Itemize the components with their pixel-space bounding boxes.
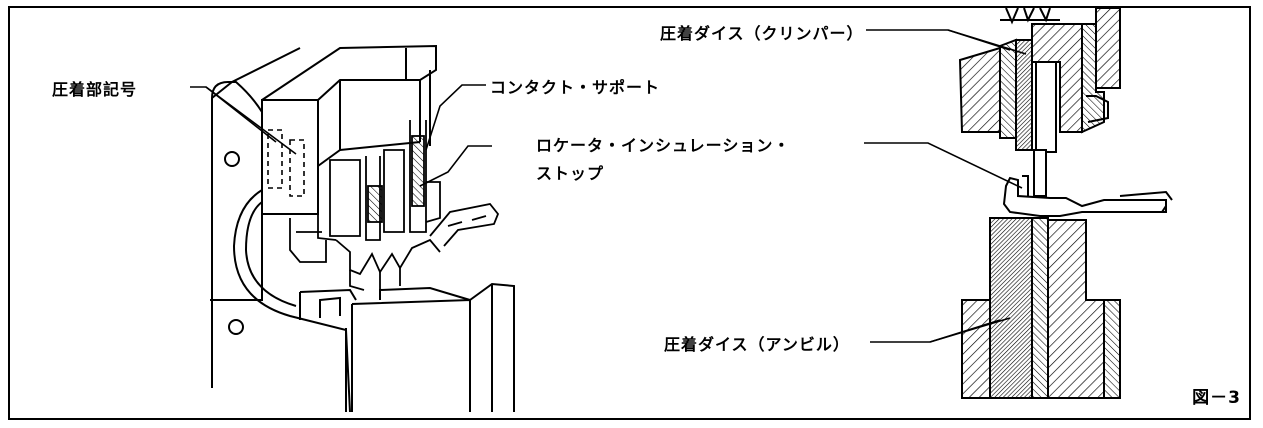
inner-die-mechanism <box>289 120 500 291</box>
tool-frame-body <box>210 47 515 413</box>
crimper-head <box>261 44 437 215</box>
label-contact-support: コンタクト・サポート <box>490 78 661 97</box>
label-die-crimper: 圧着ダイス（クリンパー） <box>660 24 864 43</box>
label-locator-line2: ストップ <box>536 164 605 183</box>
label-crimp-mark: 圧着部記号 <box>52 80 138 99</box>
figure-frame <box>8 6 1251 420</box>
label-locator-line1: ロケータ・インシュレーション・ <box>536 136 791 155</box>
locator-stop-section <box>1022 149 1047 198</box>
leader-lines-left <box>190 84 492 187</box>
label-die-anvil: 圧着ダイス（アンビル） <box>664 335 850 354</box>
leader-lines-right <box>864 29 1027 343</box>
terminal-contact-section <box>1002 176 1173 217</box>
upper-die-section <box>958 7 1121 153</box>
figure-number: 図－3 <box>1192 388 1241 408</box>
anvil-die-section <box>961 217 1121 399</box>
